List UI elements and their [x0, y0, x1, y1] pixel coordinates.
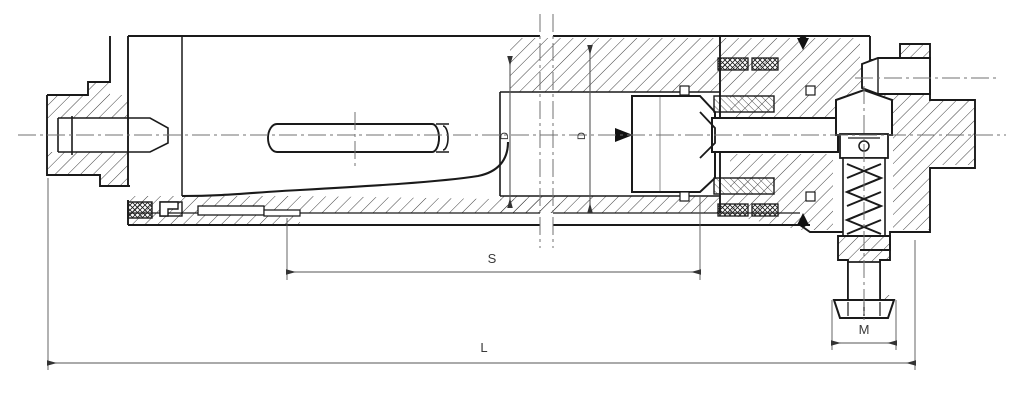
dimension-overall-length: L — [47, 340, 916, 366]
dimension-stroke: S — [286, 251, 701, 275]
upper-port-boss — [861, 57, 931, 95]
dimension-label-L: L — [480, 340, 487, 355]
dimension-label-M: M — [859, 322, 870, 337]
seal-stack — [127, 57, 816, 219]
dimension-bore-right: D — [576, 45, 593, 213]
dimension-label-S: S — [488, 251, 497, 266]
dimension-bore-left: D — [499, 56, 513, 208]
dimension-label-D-right: D — [576, 132, 588, 140]
flow-arrow-markers — [615, 36, 809, 227]
dimension-thread: M — [831, 322, 897, 346]
dimension-label-D-left: D — [499, 132, 511, 140]
dimensions-group: L S M D D — [47, 45, 916, 366]
